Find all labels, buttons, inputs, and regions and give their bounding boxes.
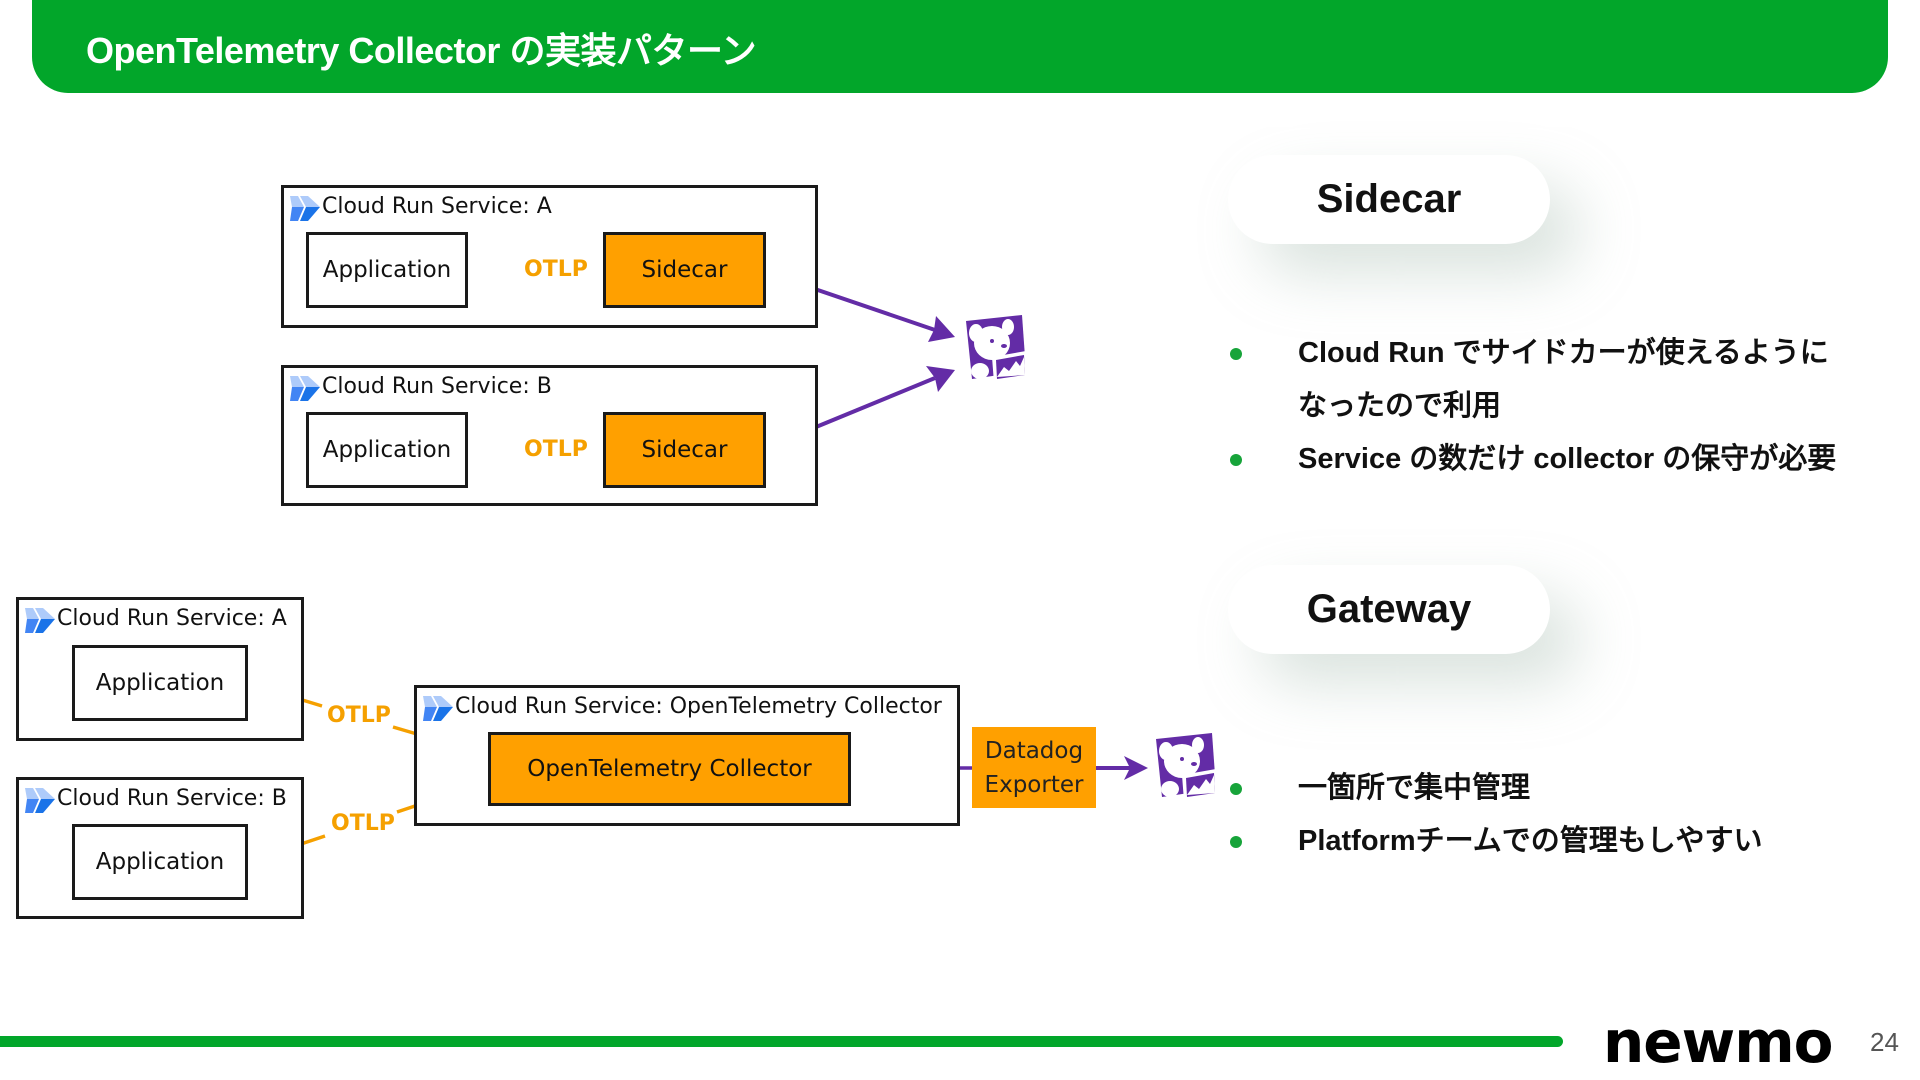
footer-bar — [0, 1036, 1563, 1047]
otlp-label: OTLP — [524, 257, 588, 282]
sidecar-collector-box: Sidecar — [603, 232, 766, 308]
datadog-exporter-box: Datadog Exporter — [972, 727, 1096, 808]
cloud-run-icon — [25, 788, 55, 813]
otel-collector-box: OpenTelemetry Collector — [488, 732, 851, 806]
sidecar-collector-box: Sidecar — [603, 412, 766, 488]
gateway-bullet-list: 一箇所で集中管理 Platformチームでの管理もしやすい — [1230, 762, 1762, 868]
slide-header: OpenTelemetry Collector の実装パターン — [32, 0, 1888, 93]
export-arrowhead-sidecar-a — [928, 316, 955, 342]
exporter-to-datadog-arrowhead — [1124, 756, 1148, 780]
bullet-dot — [1230, 454, 1242, 466]
cloud-run-icon — [290, 376, 320, 401]
otlp-label: OTLP — [327, 703, 391, 728]
otlp-label: OTLP — [331, 811, 395, 836]
sidecar-bullet-list: Cloud Run でサイドカーが使えるように なったので利用 Service … — [1230, 327, 1836, 486]
bullet-item: 一箇所で集中管理 — [1230, 762, 1762, 815]
cloud-run-icon — [290, 196, 320, 221]
service-label: Cloud Run Service: OpenTelemetry Collect… — [455, 694, 942, 719]
slide-title: OpenTelemetry Collector の実装パターン — [86, 30, 757, 71]
gateway-section-title: Gateway — [1228, 565, 1550, 654]
application-box: Application — [306, 412, 468, 488]
sidecar-section-title: Sidecar — [1228, 155, 1550, 244]
service-label: Cloud Run Service: B — [57, 786, 287, 811]
application-box: Application — [72, 645, 248, 721]
datadog-icon — [966, 315, 1028, 383]
cloud-run-icon — [423, 696, 453, 721]
otlp-label: OTLP — [524, 437, 588, 462]
application-box: Application — [306, 232, 468, 308]
bullet-item-continuation: なったので利用 — [1298, 390, 1502, 422]
page-number: 24 — [1870, 1027, 1899, 1057]
newmo-logo: newmo — [1603, 1008, 1833, 1076]
bullet-dot — [1230, 836, 1242, 848]
exporter-line-1: Datadog — [984, 737, 1084, 764]
bullet-dot — [1230, 348, 1242, 360]
export-arrowhead-sidecar-b — [926, 366, 955, 392]
bullet-item: Service の数だけ collector の保守が必要 — [1230, 433, 1836, 486]
application-box: Application — [72, 824, 248, 900]
service-label: Cloud Run Service: A — [322, 194, 552, 219]
cloud-run-icon — [25, 608, 55, 633]
bullet-item: Cloud Run でサイドカーが使えるように — [1230, 327, 1836, 380]
datadog-icon — [1156, 733, 1218, 801]
bullet-item: Platformチームでの管理もしやすい — [1230, 815, 1762, 868]
service-label: Cloud Run Service: B — [322, 374, 552, 399]
exporter-line-2: Exporter — [984, 771, 1084, 798]
service-label: Cloud Run Service: A — [57, 606, 287, 631]
bullet-dot — [1230, 783, 1242, 795]
